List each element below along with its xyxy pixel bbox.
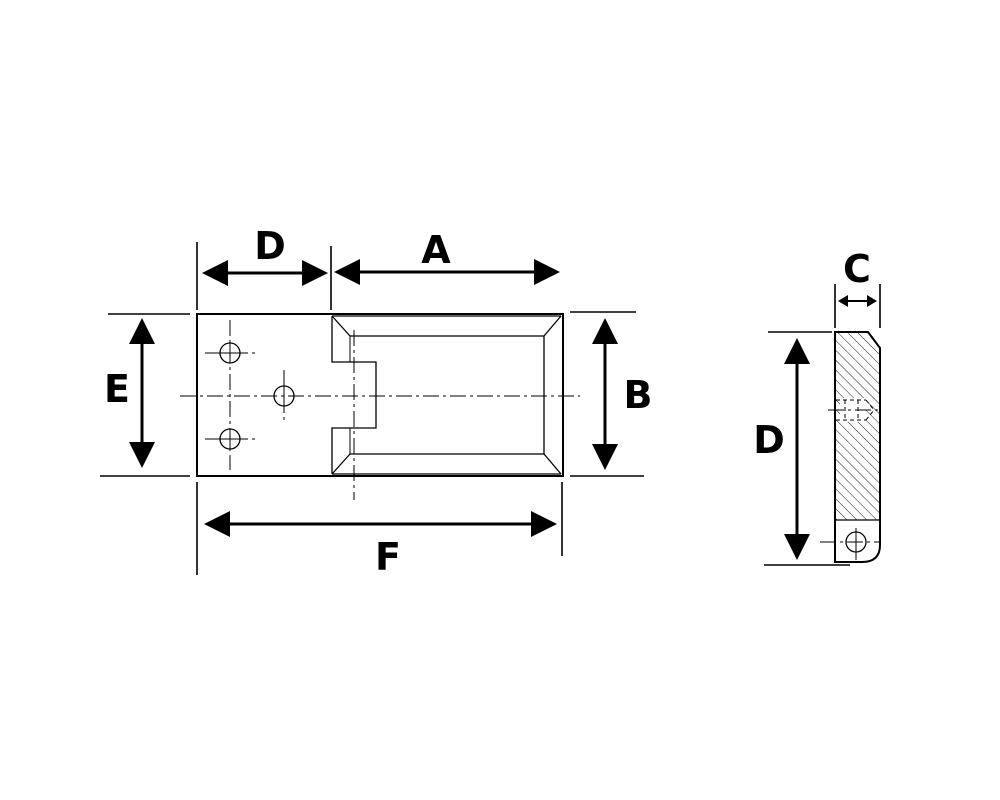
dimension-a: A	[334, 228, 560, 285]
plate-outline	[196, 313, 564, 477]
side-section-hatch	[835, 332, 880, 520]
dimension-b: B	[592, 318, 652, 470]
threaded-hole	[828, 398, 882, 422]
label-b: B	[624, 373, 653, 417]
dimension-d-front: D	[202, 224, 328, 286]
label-f: F	[375, 535, 401, 579]
side-outline	[834, 331, 881, 563]
pivot-hole	[820, 528, 880, 560]
dimension-e: E	[104, 318, 155, 468]
front-view: D A E B F	[100, 224, 652, 579]
label-d-side: D	[753, 418, 785, 462]
label-c: C	[843, 247, 871, 291]
label-e: E	[104, 367, 130, 411]
recess-outline	[331, 315, 562, 475]
hole-top	[219, 342, 241, 364]
hole-bottom	[219, 428, 241, 450]
hole-center	[273, 385, 295, 407]
label-d-front: D	[254, 224, 286, 268]
label-a: A	[421, 228, 451, 272]
dimension-d-side: D	[753, 338, 810, 560]
side-view: C D	[753, 247, 882, 566]
dimension-f: F	[204, 511, 557, 579]
dimension-c: C	[838, 247, 877, 307]
